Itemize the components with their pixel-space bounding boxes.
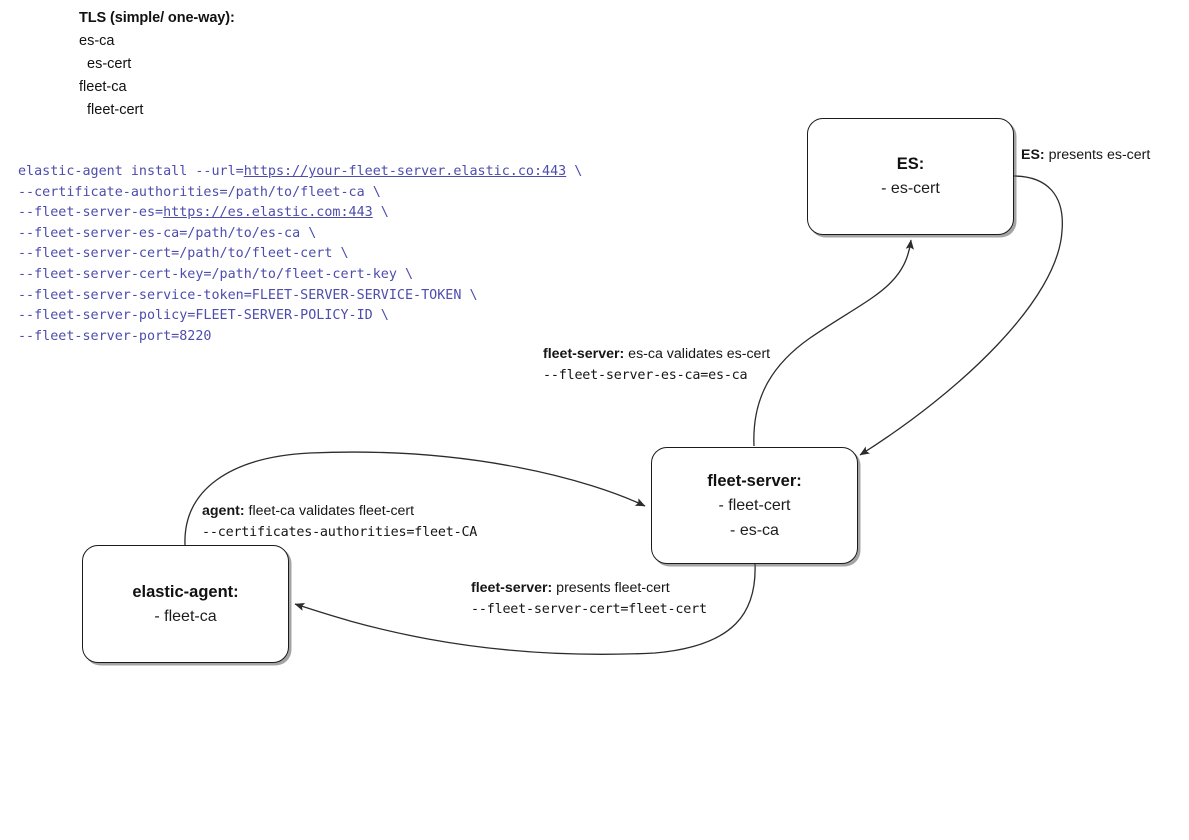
- legend-item-fleet-cert: fleet-cert: [87, 102, 144, 118]
- install-command-block: elastic-agent install --url=https://your…: [18, 162, 738, 347]
- command-line-1: elastic-agent install --url=https://your…: [18, 162, 738, 183]
- legend-item-es-cert: es-cert: [87, 56, 132, 72]
- edge-label-fleet-server-validates-line-1: fleet-server: es-ca validates es-cert: [543, 344, 770, 365]
- legend-item-es-ca: es-ca: [79, 33, 115, 49]
- command-line-1-text-1: elastic-agent install --url=: [18, 164, 244, 179]
- edge-label-fleet-server-validates-flag: --fleet-server-es-ca=es-ca: [543, 368, 748, 383]
- command-line-4: --fleet-server-es-ca=/path/to/es-ca \: [18, 224, 738, 245]
- command-line-4-text-1: --fleet-server-es-ca=/path/to/es-ca \: [18, 225, 317, 241]
- node-elastic-agent-title: elastic-agent:: [132, 582, 239, 601]
- edge-label-agent-validates-line-1: agent: fleet-ca validates fleet-cert: [202, 501, 477, 522]
- edge-label-fleet-server-presents-line-1: fleet-server: presents fleet-cert: [471, 578, 707, 599]
- command-line-8-text-1: --fleet-server-policy=FLEET-SERVER-POLIC…: [18, 308, 389, 324]
- legend-title: TLS (simple/ one-way):: [79, 10, 235, 26]
- edge-label-agent-validates-bold: agent:: [202, 503, 245, 519]
- edge-label-fleet-server-validates-rest: es-ca validates es-cert: [624, 346, 771, 362]
- command-line-6: --fleet-server-cert-key=/path/to/fleet-c…: [18, 265, 738, 286]
- command-line-1-text-3: \: [566, 164, 583, 179]
- command-line-3: --fleet-server-es=https://es.elastic.com…: [18, 203, 738, 224]
- edge-label-fleet-server-presents-bold: fleet-server:: [471, 580, 553, 596]
- edge-label-es-presents-line-1: ES: presents es-cert: [1021, 145, 1150, 166]
- edge-label-es-presents-rest: presents es-cert: [1044, 147, 1151, 163]
- node-fleet-server-line-1: - fleet-cert: [718, 496, 791, 514]
- node-es-line-1: - es-cert: [881, 180, 940, 197]
- command-line-3-text-1: --fleet-server-es=: [18, 205, 164, 221]
- command-line-1-url[interactable]: https://your-fleet-server.elastic.co:443: [243, 164, 567, 179]
- command-line-5: --fleet-server-cert=/path/to/fleet-cert …: [18, 244, 738, 265]
- command-line-2-text-1: --certificate-authorities=/path/to/fleet…: [18, 184, 381, 200]
- edge-label-fleet-server-presents-flag: --fleet-server-cert=fleet-cert: [471, 602, 707, 617]
- edge-agent-to-fleet-server: [184, 451, 646, 546]
- tls-legend: TLS (simple/ one-way): es-ca es-cert fle…: [79, 7, 419, 122]
- node-fleet-server-title: fleet-server:: [707, 471, 802, 490]
- edge-label-es-presents: ES: presents es-cert: [1021, 145, 1150, 166]
- edge-label-fleet-server-presents: fleet-server: presents fleet-cert --flee…: [471, 578, 707, 620]
- edge-label-es-presents-bold: ES:: [1021, 147, 1045, 163]
- command-line-2: --certificate-authorities=/path/to/fleet…: [18, 183, 738, 204]
- edge-fleet-server-to-es: [753, 239, 914, 447]
- command-line-9: --fleet-server-port=8220: [18, 327, 738, 348]
- edge-label-agent-validates: agent: fleet-ca validates fleet-cert --c…: [202, 501, 477, 543]
- edge-fleet-server-to-agent: [294, 562, 756, 655]
- command-line-7: --fleet-server-service-token=FLEET-SERVE…: [18, 286, 738, 307]
- edge-label-fleet-server-validates: fleet-server: es-ca validates es-cert --…: [543, 344, 770, 386]
- command-line-3-url[interactable]: https://es.elastic.com:443: [163, 205, 373, 221]
- node-elastic-agent[interactable]: elastic-agent: - fleet-ca: [82, 545, 289, 663]
- edge-label-fleet-server-presents-rest: presents fleet-cert: [552, 580, 670, 596]
- edge-label-agent-validates-rest: fleet-ca validates fleet-cert: [244, 503, 415, 519]
- node-es[interactable]: ES: - es-cert: [807, 118, 1014, 235]
- node-elastic-agent-line-1: - fleet-ca: [154, 607, 217, 625]
- command-line-5-text-1: --fleet-server-cert=/path/to/fleet-cert …: [18, 246, 349, 262]
- command-line-3-text-3: \: [372, 205, 389, 221]
- command-line-9-text-1: --fleet-server-port=8220: [18, 328, 212, 344]
- node-fleet-server[interactable]: fleet-server: - fleet-cert - es-ca: [651, 447, 858, 564]
- edge-label-fleet-server-validates-bold: fleet-server:: [543, 346, 625, 362]
- edge-label-agent-validates-flag: --certificates-authorities=fleet-CA: [202, 525, 478, 540]
- node-fleet-server-line-2: - es-ca: [730, 521, 779, 539]
- node-es-title: ES:: [896, 155, 925, 173]
- command-line-6-text-1: --fleet-server-cert-key=/path/to/fleet-c…: [18, 266, 414, 282]
- command-line-8: --fleet-server-policy=FLEET-SERVER-POLIC…: [18, 306, 738, 327]
- edge-es-to-fleet-server: [859, 175, 1063, 456]
- command-line-7-text-1: --fleet-server-service-token=FLEET-SERVE…: [18, 287, 478, 303]
- legend-item-fleet-ca: fleet-ca: [79, 79, 127, 95]
